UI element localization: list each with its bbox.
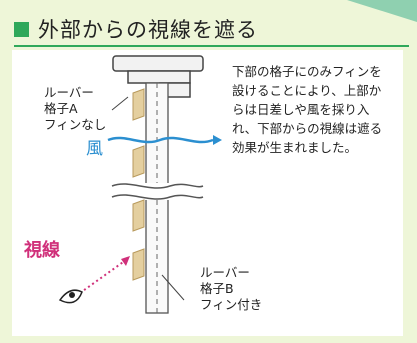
label-louver-a: ルーバー 格子A フィンなし (44, 85, 107, 132)
wind-arrow (107, 135, 222, 145)
title-underline (14, 45, 409, 47)
eye-icon (58, 289, 83, 304)
label-louver-b: ルーバー 格子B フィン付き (200, 265, 263, 312)
fins-upper (132, 88, 145, 178)
sight-label: 視線 (24, 240, 60, 261)
wind-label: 風 (86, 139, 103, 159)
fins-lower (132, 199, 145, 281)
page-title: 外部からの視線を遮る (38, 18, 258, 42)
title-square-icon (14, 22, 29, 37)
leader-lines (111, 96, 185, 301)
top-cap (112, 55, 204, 98)
break-mark (111, 183, 204, 200)
sight-arrow (79, 256, 130, 294)
description-text: 下部の格子にのみフィンを 設けることにより、上部か らは日差しや風を採り入 れ、… (232, 64, 383, 155)
title-bar: 外部からの視線を遮る (14, 10, 409, 47)
diagram-panel (12, 50, 403, 336)
